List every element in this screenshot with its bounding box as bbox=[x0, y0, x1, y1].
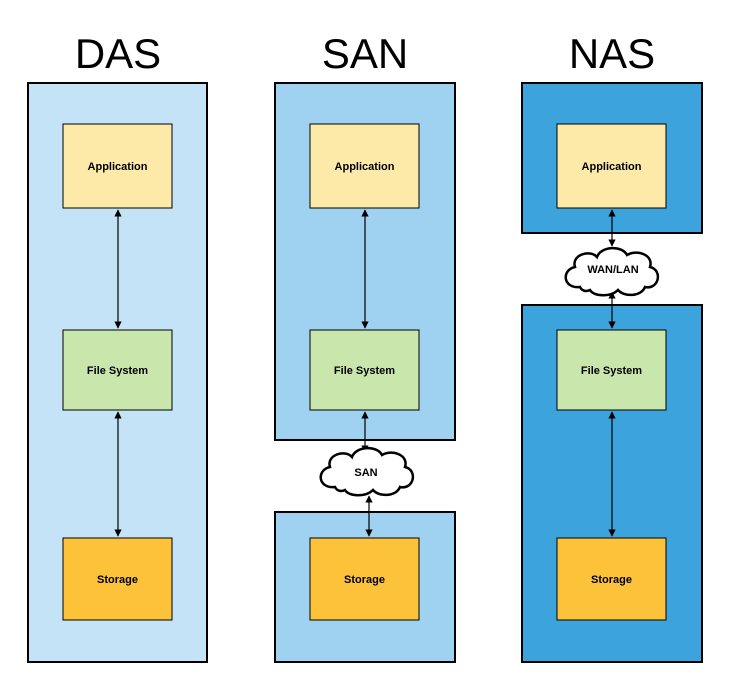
das-application-label: Application bbox=[88, 161, 148, 173]
san-network-label: SAN bbox=[354, 467, 377, 479]
das-file-system-label: File System bbox=[87, 365, 148, 377]
san-file-system-label: File System bbox=[334, 365, 395, 377]
nas-title: NAS bbox=[569, 30, 655, 77]
das-storage-label: Storage bbox=[97, 574, 138, 586]
das-column: DAS Application File System Storage bbox=[27, 30, 208, 663]
san-storage-box bbox=[309, 537, 420, 621]
nas-file-system-label: File System bbox=[581, 365, 642, 377]
san-application-label: Application bbox=[335, 161, 395, 173]
nas-application-label: Application bbox=[582, 161, 642, 173]
das-title: DAS bbox=[75, 30, 161, 77]
san-file-system-box bbox=[309, 329, 420, 411]
nas-storage-box bbox=[556, 537, 667, 621]
nas-network-label: WAN/LAN bbox=[587, 264, 638, 276]
san-cloud-icon bbox=[319, 446, 415, 497]
nas-application-box bbox=[556, 123, 667, 209]
san-application-box bbox=[309, 123, 420, 209]
das-application-box bbox=[62, 123, 173, 209]
san-storage-label: Storage bbox=[344, 574, 385, 586]
nas-column: NAS Application File System Storage WAN/… bbox=[521, 30, 703, 663]
nas-file-system-box bbox=[556, 329, 667, 411]
nas-storage-label: Storage bbox=[591, 574, 632, 586]
san-column: SAN Application File System Storage SAN bbox=[274, 30, 456, 663]
nas-cloud-icon bbox=[564, 246, 660, 297]
das-storage-box bbox=[62, 537, 173, 621]
san-title: SAN bbox=[322, 30, 408, 77]
das-file-system-box bbox=[62, 329, 173, 411]
